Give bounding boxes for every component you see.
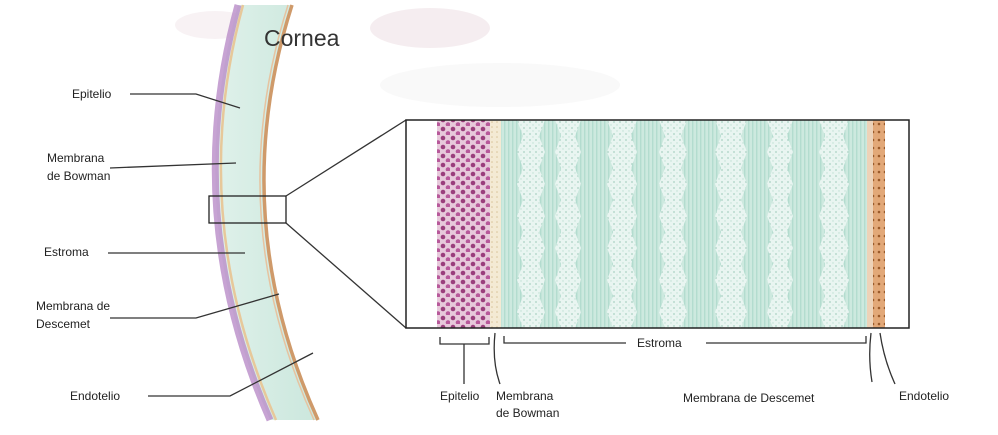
magnified-section (406, 120, 909, 328)
label-epitelio: Epitelio (72, 87, 112, 101)
bottom-label-descemet: Membrana de Descemet (683, 391, 815, 405)
label-descemet-1: Membrana de (36, 299, 110, 313)
descemet-layer (867, 120, 873, 328)
endothelium-layer (873, 120, 885, 328)
cornea-cross-section (209, 5, 318, 420)
descemet-leader (870, 333, 872, 382)
epitelio-bracket (440, 337, 489, 344)
bottom-label-bowman-2: de Bowman (496, 406, 559, 420)
bottom-label-bowman-1: Membrana (496, 389, 554, 403)
bottom-label-epitelio: Epitelio (440, 389, 480, 403)
label-bowman-1: Membrana (47, 151, 105, 165)
cornea-title: Cornea (264, 25, 340, 51)
epithelium-layer (437, 120, 490, 328)
bowman-layer (490, 120, 501, 328)
bottom-label-estroma: Estroma (637, 336, 682, 350)
label-descemet-2: Descemet (36, 317, 91, 331)
label-endotelio: Endotelio (70, 389, 120, 403)
bottom-label-endotelio: Endotelio (899, 389, 949, 403)
zoom-line-top (286, 120, 406, 196)
endotelio-leader (880, 333, 895, 384)
bowman-leader (494, 333, 500, 384)
zoom-line-bottom (286, 223, 406, 328)
label-bowman-2: de Bowman (47, 169, 110, 183)
label-estroma: Estroma (44, 245, 89, 259)
bottom-labels: Epitelio Membrana de Bowman Estroma Memb… (440, 333, 949, 420)
